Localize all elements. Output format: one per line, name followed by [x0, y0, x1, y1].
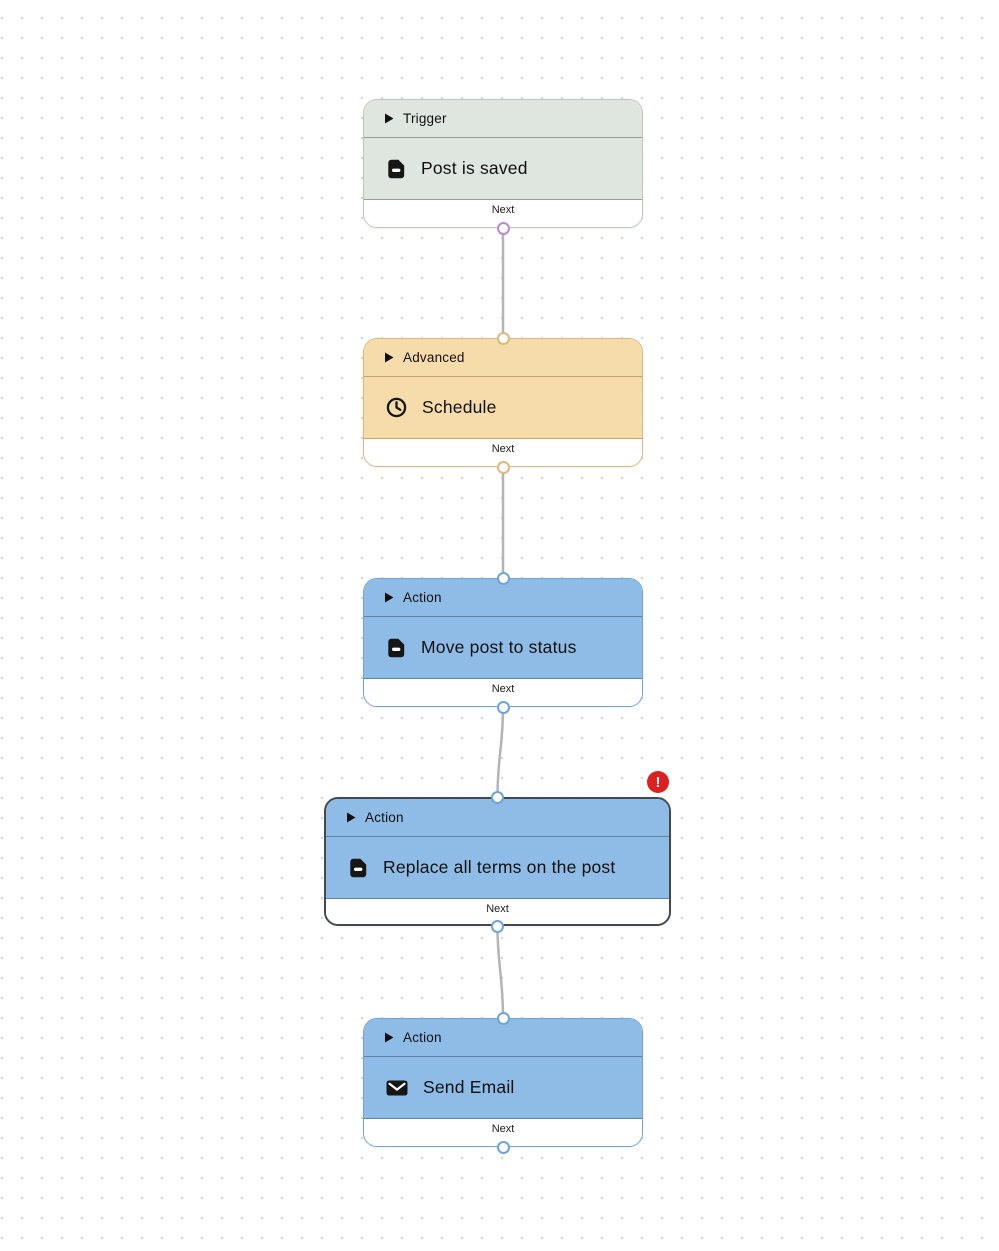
output-port-handle[interactable] [496, 221, 510, 235]
node-trigger-post-is-saved[interactable]: Trigger Post is saved Next [363, 99, 643, 235]
node-card: Action Send Email Next [363, 1018, 643, 1147]
input-port-handle[interactable] [491, 790, 504, 804]
node-card: Trigger Post is saved Next [363, 99, 643, 228]
node-category-label: Action [365, 810, 404, 825]
node-header: Advanced [364, 339, 642, 377]
node-body: Move post to status [364, 617, 642, 679]
node-body: Replace all terms on the post [326, 837, 669, 899]
output-port-handle[interactable] [496, 700, 510, 714]
document-icon [347, 857, 369, 879]
node-title: Post is saved [421, 158, 528, 178]
node-category-label: Advanced [403, 350, 465, 365]
node-title: Move post to status [421, 637, 577, 657]
node-card: Action Replace all terms on the post Nex… [324, 797, 671, 926]
node-card: Action Move post to status Next [363, 578, 643, 707]
node-body: Post is saved [364, 138, 642, 200]
node-category-label: Trigger [403, 111, 447, 126]
node-header: Trigger [364, 100, 642, 138]
node-action-move-post-to-status[interactable]: Action Move post to status Next [363, 571, 643, 714]
input-port-handle[interactable] [496, 331, 510, 345]
node-action-send-email[interactable]: Action Send Email Next [363, 1011, 643, 1154]
node-action-replace-all-terms[interactable]: Action Replace all terms on the post Nex… [324, 790, 671, 933]
node-category-label: Action [403, 590, 442, 605]
clock-icon [385, 396, 408, 419]
expand-triangle-icon[interactable] [346, 812, 356, 823]
expand-triangle-icon[interactable] [384, 352, 394, 363]
output-port-handle[interactable] [496, 460, 510, 474]
expand-triangle-icon[interactable] [384, 1032, 394, 1043]
node-header: Action [364, 579, 642, 617]
node-body: Schedule [364, 377, 642, 439]
document-icon [385, 637, 407, 659]
expand-triangle-icon[interactable] [384, 592, 394, 603]
node-category-label: Action [403, 1030, 442, 1045]
output-port-handle[interactable] [491, 919, 504, 933]
node-header: Action [326, 799, 669, 837]
node-header: Action [364, 1019, 642, 1057]
mail-icon [385, 1077, 409, 1099]
error-badge-icon[interactable]: ! [647, 771, 669, 793]
node-card: Advanced Schedule Next [363, 338, 643, 467]
expand-triangle-icon[interactable] [384, 113, 394, 124]
node-title: Schedule [422, 397, 497, 417]
node-advanced-schedule[interactable]: Advanced Schedule Next [363, 331, 643, 474]
node-body: Send Email [364, 1057, 642, 1119]
document-icon [385, 158, 407, 180]
node-title: Send Email [423, 1077, 515, 1097]
input-port-handle[interactable] [496, 1011, 510, 1025]
node-title: Replace all terms on the post [383, 857, 616, 877]
input-port-handle[interactable] [496, 571, 510, 585]
output-port-handle[interactable] [496, 1140, 510, 1154]
